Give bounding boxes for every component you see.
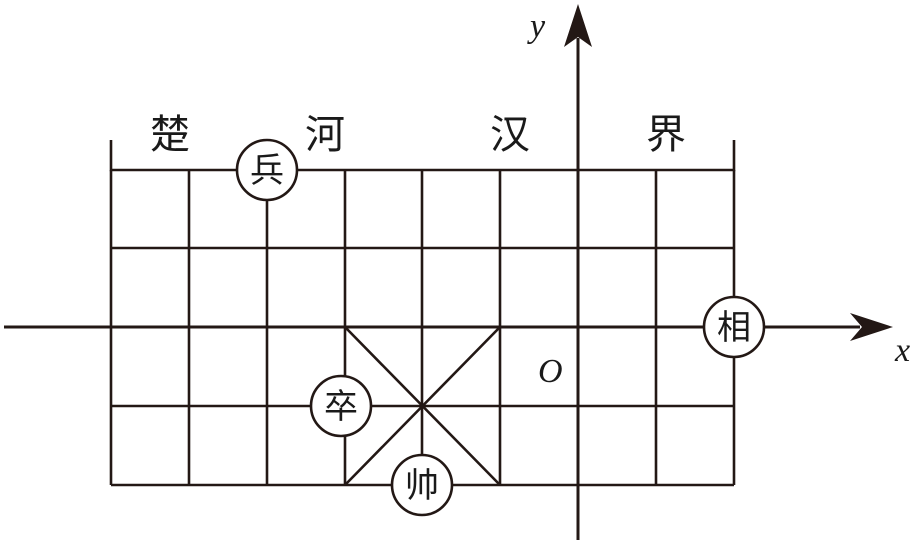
river-labels: 楚 河 汉 界	[150, 112, 686, 158]
x-axis-arrowhead	[850, 313, 893, 341]
piece-label: 兵	[250, 151, 284, 191]
piece-circle	[390, 453, 454, 517]
river-char-chu: 楚	[150, 112, 190, 158]
piece-xiang: 相	[702, 295, 766, 359]
y-axis-label: y	[527, 8, 546, 45]
piece-zu: 卒	[309, 374, 373, 438]
piece-label: 卒	[324, 387, 358, 427]
piece-shuai: 帅	[390, 453, 454, 517]
origin-label: O	[538, 353, 563, 390]
x-axis-label: x	[894, 332, 910, 369]
board-grid	[109, 140, 736, 487]
river-char-han: 汉	[490, 112, 530, 158]
river-char-he: 河	[305, 112, 345, 158]
coordinate-axes: x y O	[4, 4, 910, 540]
piece-circle	[702, 295, 766, 359]
piece-label: 帅	[405, 466, 439, 506]
river-char-jie: 界	[646, 112, 686, 158]
y-axis-arrowhead	[564, 4, 592, 47]
piece-circle	[309, 374, 373, 438]
board-top-edge	[109, 140, 736, 172]
palace-diagonal	[344, 326, 501, 486]
piece-circle	[235, 138, 299, 202]
piece-bing: 兵	[235, 138, 299, 202]
piece-label: 相	[717, 308, 751, 348]
